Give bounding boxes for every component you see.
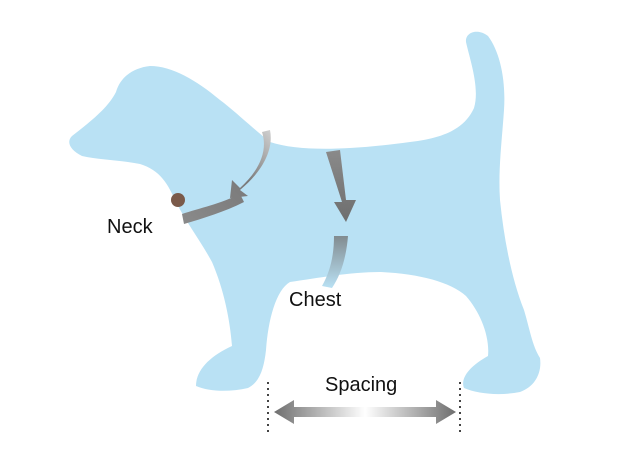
spacing-double-arrow [274, 400, 456, 424]
neck-arrow [182, 130, 271, 224]
chest-arrow [322, 150, 356, 288]
neck-label: Neck [107, 216, 153, 238]
collar-tag [171, 193, 185, 207]
spacing-label: Spacing [325, 374, 398, 396]
dog-silhouette [69, 31, 541, 395]
chest-label: Chest [289, 289, 342, 311]
